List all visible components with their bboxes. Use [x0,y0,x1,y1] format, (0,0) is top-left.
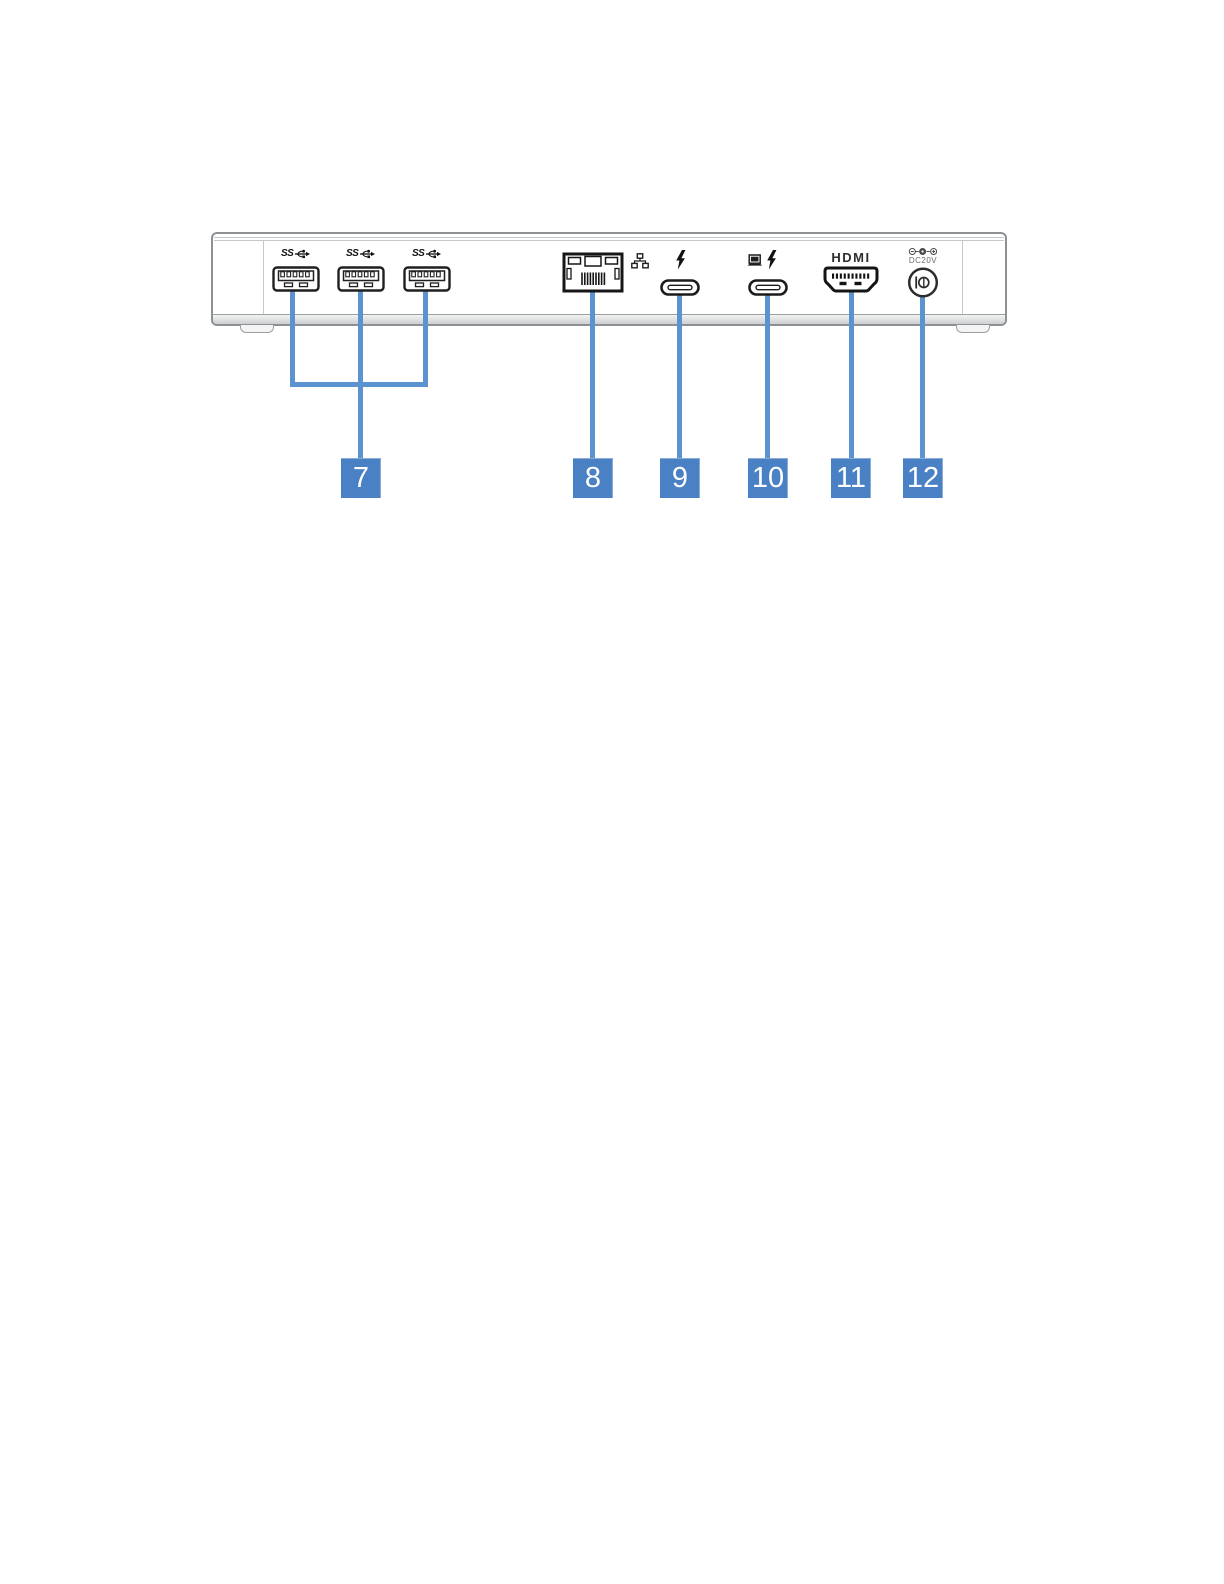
callout-tag-10: 10 [748,458,788,498]
ethernet-icon [631,253,649,269]
callout-line-usb2 [358,291,363,458]
callout-number: 8 [584,461,602,494]
hdmi-label: HDMI [831,250,871,265]
laptop-icon [747,254,763,267]
chassis-top-lip [214,237,1004,238]
dc-voltage-label: DC20V [908,256,938,265]
superspeed-label: SS [281,248,294,259]
chassis-right-bevel [962,241,963,314]
callout-tag-9: 9 [660,458,700,498]
dc-polarity-icon [908,247,939,256]
usb-a-port-3 [403,266,451,292]
ethernet-port [562,252,624,293]
chassis-base-strip [213,314,1005,324]
usb-c-port-2 [748,279,788,296]
callout-line-hdmi [849,292,854,458]
callout-line-usbc2 [765,294,770,458]
usb-trident-icon [295,249,311,259]
callout-line-usb1 [290,291,295,382]
callout-line-ethernet [590,292,595,458]
usb-trident-icon [360,249,376,259]
callout-bracket-usb [290,382,428,387]
callout-number: 11 [835,461,867,494]
callout-tag-7: 7 [341,458,381,498]
callout-line-dc [920,296,925,458]
chassis-left-bevel [263,241,264,314]
callout-tag-11: 11 [831,458,871,498]
thunderbolt-icon-2 [766,250,777,270]
callout-line-usb3 [423,291,428,382]
usb-a-port-1 [272,266,320,292]
hdmi-port [823,266,879,293]
thunderbolt-icon-1 [675,250,686,270]
callout-tag-12: 12 [903,458,943,498]
dc-power-jack [906,266,940,299]
usb-a-port-2 [337,266,385,292]
chassis-foot-left [240,325,274,333]
chassis-top-lip-2 [214,240,1004,241]
callout-number: 10 [751,461,785,494]
callout-tag-8: 8 [573,458,613,498]
superspeed-usb-icon-3: SS [412,249,442,259]
callout-number: 12 [906,461,940,494]
superspeed-label: SS [346,248,359,259]
callout-line-usbc1 [677,294,682,458]
callout-number: 9 [671,461,689,494]
usb-c-port-1 [660,279,700,296]
superspeed-label: SS [412,248,425,259]
superspeed-usb-icon-1: SS [281,249,311,259]
usb-trident-icon [426,249,442,259]
callout-number: 7 [352,461,370,494]
chassis-foot-right [956,325,990,333]
superspeed-usb-icon-2: SS [346,249,376,259]
